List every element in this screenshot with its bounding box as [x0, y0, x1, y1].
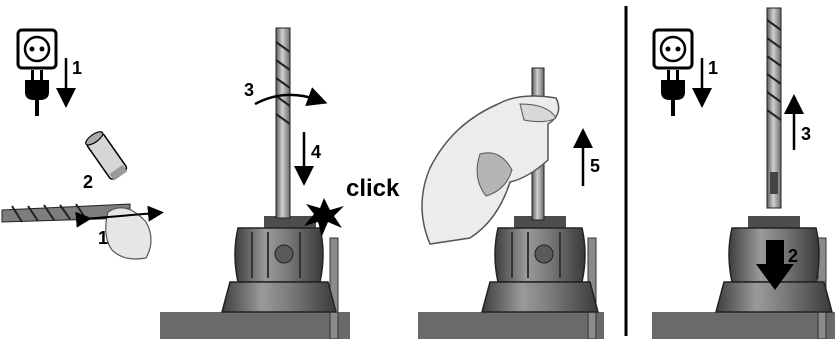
- step-label-push: 4: [311, 142, 321, 162]
- drill-bit-icon: [276, 28, 290, 218]
- step-label-rotate: 3: [244, 80, 254, 100]
- panel-insert: 3 4 click: [160, 28, 400, 339]
- chuck: [222, 216, 336, 312]
- step-label-wipe: 1: [98, 228, 108, 248]
- step-label-sleeve: 2: [788, 246, 798, 266]
- chuck: [482, 216, 598, 312]
- panel-prepare: 1 2 1: [2, 30, 156, 259]
- power-socket-icon: [18, 30, 56, 68]
- step-label-grease: 2: [83, 172, 93, 192]
- power-plug-icon: [661, 70, 685, 116]
- power-socket-icon: [654, 30, 692, 68]
- drill-body: [652, 312, 835, 339]
- drill-bit-icon: [767, 8, 781, 208]
- panel-remove: 1 2 3: [652, 8, 835, 339]
- step-label-pull: 5: [590, 156, 600, 176]
- click-label: click: [346, 175, 400, 202]
- panel-check: 5: [418, 68, 604, 339]
- step-label-pull: 3: [801, 124, 811, 144]
- step-label-unplug: 1: [708, 58, 718, 78]
- step-label-unplug: 1: [72, 58, 82, 78]
- drill-body: [160, 312, 350, 339]
- drill-body: [418, 312, 604, 339]
- power-plug-icon: [25, 70, 49, 116]
